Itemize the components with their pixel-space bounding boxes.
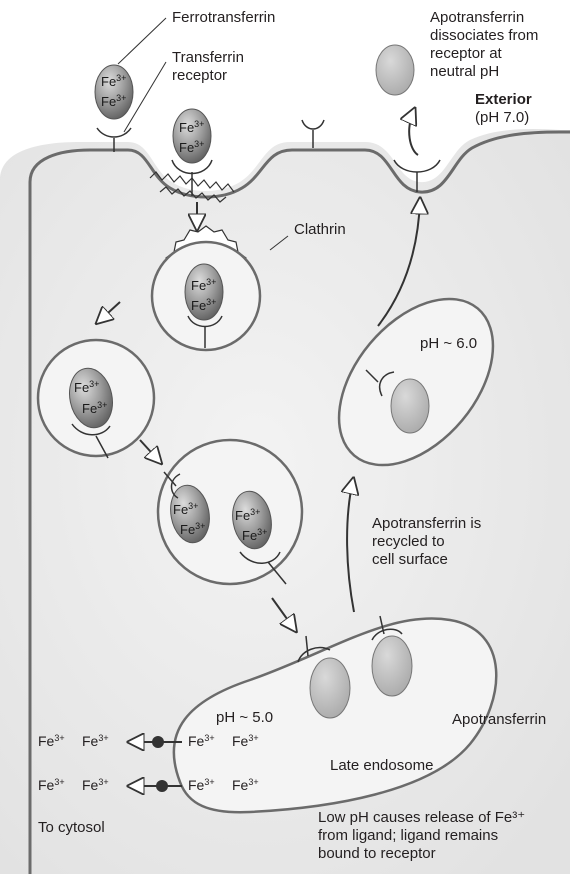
label-apo-dissociates-2: dissociates from [430,27,538,44]
label-recycled-2: recycled to [372,533,445,550]
label-exterior: Exterior [475,91,532,108]
label-release-3: bound to receptor [318,845,436,862]
label-ferrotransferrin: Ferrotransferrin [172,9,275,26]
label-apo-dissociates-4: neutral pH [430,63,499,80]
label-release-1: Low pH causes release of Fe³⁺ [318,809,525,826]
label-ph-recycling: pH ~ 6.0 [420,335,477,352]
label-transferrin-receptor-2: receptor [172,67,227,84]
label-apo-dissociates-1: Apotransferrin [430,9,524,26]
label-apo-dissociates-3: receptor at [430,45,503,62]
apotransferrin-released [376,45,414,95]
label-exterior-ph: (pH 7.0) [475,109,529,126]
label-recycled-3: cell surface [372,551,448,568]
early-endosome: Fe3+ Fe3+ [38,340,154,458]
label-recycled-1: Apotransferrin is [372,515,481,532]
label-ph-late: pH ~ 5.0 [216,709,273,726]
ferrotransferrin-surface: Fe3+ Fe3+ [95,65,133,119]
label-late-endosome: Late endosome [330,757,433,774]
label-clathrin: Clathrin [294,221,346,238]
label-release-2: from ligand; ligand remains [318,827,498,844]
label-to-cytosol: To cytosol [38,819,105,836]
ferrotransferrin-in-pit: Fe3+ Fe3+ [173,109,211,163]
label-transferrin-receptor-1: Transferrin [172,49,244,66]
sorting-endosome: Fe3+ Fe3+ Fe3+ Fe3+ [158,440,302,584]
label-apotransferrin: Apotransferrin [452,711,546,728]
